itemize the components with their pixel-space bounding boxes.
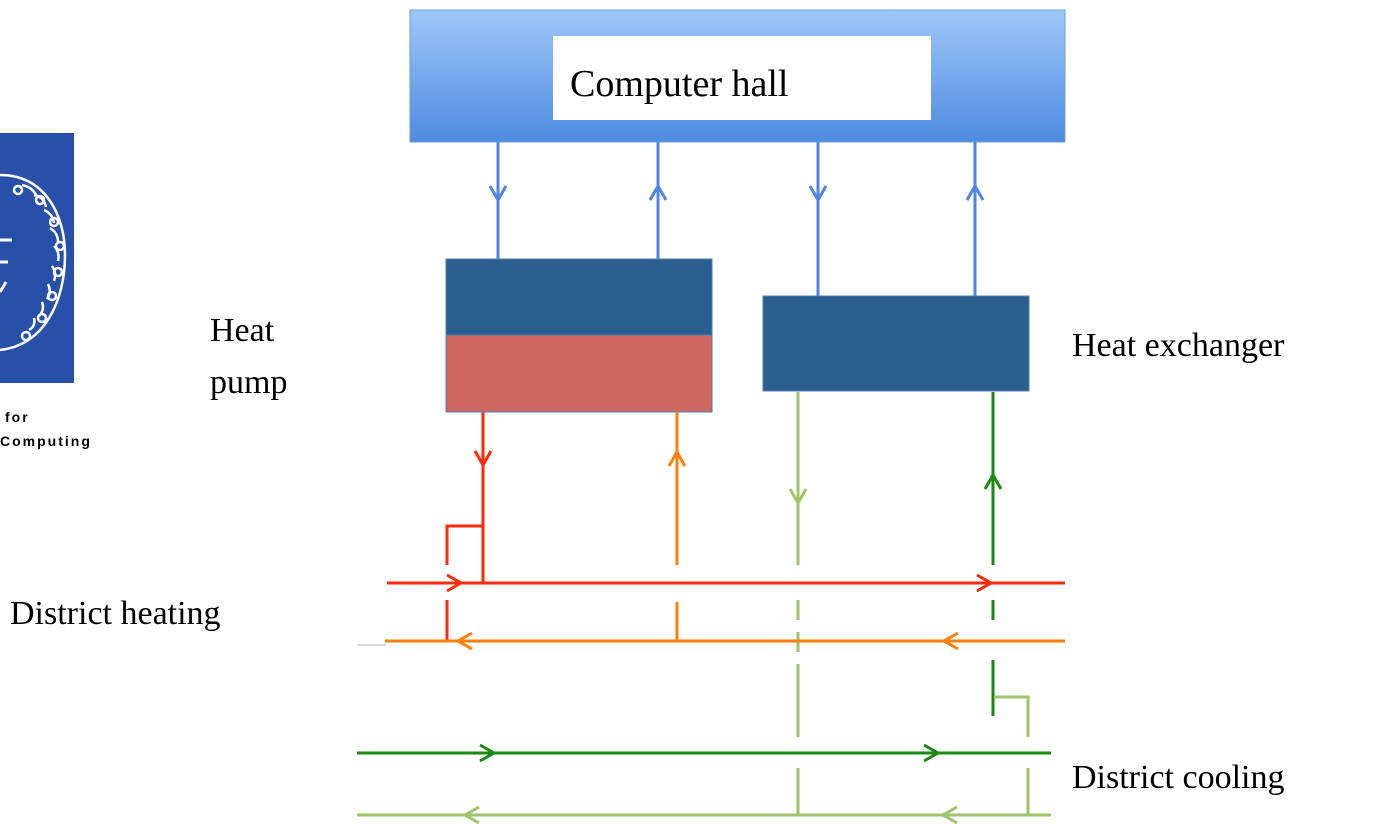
left-arrow-icon bbox=[939, 805, 958, 824]
district-cooling-return bbox=[357, 805, 1051, 824]
district-heating-return bbox=[385, 631, 1065, 651]
heat-pump-label-line2: pump bbox=[210, 364, 287, 401]
heat-exchanger-box bbox=[762, 295, 1030, 392]
right-arrow-icon bbox=[446, 573, 465, 593]
up-arrow-icon bbox=[965, 182, 985, 201]
down-arrow-icon bbox=[788, 488, 808, 507]
logo-background bbox=[0, 133, 74, 383]
heat-pump-label-line1: Heat bbox=[210, 312, 275, 349]
heat-pump-return-line bbox=[667, 412, 687, 641]
left-arrow-icon bbox=[940, 631, 959, 651]
logo-text-line1: for bbox=[5, 409, 30, 425]
institution-logo: for Computing bbox=[0, 133, 92, 449]
up-arrow-icon bbox=[667, 448, 687, 467]
exchanger-light-green-line bbox=[788, 392, 1030, 815]
down-arrow-icon bbox=[808, 185, 828, 204]
computer-hall-label-box bbox=[553, 36, 931, 120]
district-cooling-label: District cooling bbox=[1072, 759, 1284, 796]
computer-hall-label: Computer hall bbox=[570, 63, 788, 105]
left-arrow-icon bbox=[461, 805, 480, 824]
heat-pump-upper bbox=[445, 258, 713, 336]
up-arrow-icon bbox=[983, 471, 1003, 490]
heat-pump-lower bbox=[445, 334, 713, 413]
left-arrow-icon bbox=[454, 631, 473, 651]
district-heating-label: District heating bbox=[10, 595, 221, 632]
exchanger-dark-green-line bbox=[983, 392, 1003, 716]
down-arrow-icon bbox=[488, 185, 508, 204]
district-cooling-supply bbox=[357, 743, 1051, 763]
right-arrow-icon bbox=[479, 743, 498, 763]
hall-connectors bbox=[488, 142, 985, 296]
district-heating-supply bbox=[387, 573, 1065, 593]
down-arrow-icon bbox=[473, 450, 493, 469]
right-arrow-icon bbox=[923, 743, 942, 763]
right-arrow-icon bbox=[976, 573, 995, 593]
up-arrow-icon bbox=[648, 182, 668, 201]
logo-wreath-emblem bbox=[0, 173, 67, 352]
heat-pump-supply-line bbox=[445, 412, 493, 640]
logo-text-line2: Computing bbox=[0, 433, 92, 449]
heat-exchanger-label: Heat exchanger bbox=[1072, 327, 1285, 364]
